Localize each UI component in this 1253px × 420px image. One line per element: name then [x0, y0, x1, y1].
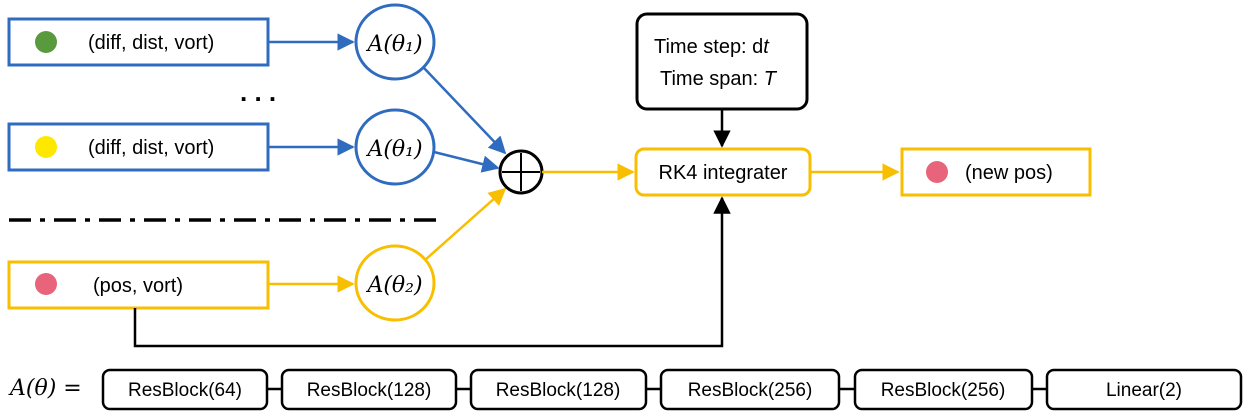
a-theta2-label: A(θ₂) [365, 273, 422, 298]
arrow-a1-top-to-sum [423, 67, 507, 155]
input-1-label: (diff, dist, vort) [88, 32, 214, 54]
input-box-3: (pos, vort) [7, 260, 270, 310]
ellipsis-text: . . . [240, 77, 276, 107]
integrator-label: RK4 integrater [659, 162, 788, 184]
input-2-label: (diff, dist, vort) [88, 137, 214, 159]
svg-text:ResBlock(128): ResBlock(128) [307, 380, 432, 401]
a-theta1-node-top: A(θ₁) [354, 3, 436, 81]
arrow-pos-to-integrator [133, 196, 731, 348]
sum-node [498, 149, 544, 195]
svg-text:ResBlock(256): ResBlock(256) [881, 380, 1006, 401]
linear-2: Linear(2) [1045, 368, 1243, 411]
a-theta1-label: A(θ₁) [365, 32, 422, 57]
arrow-a1-mid-to-sum [433, 150, 500, 173]
svg-text:Linear(2): Linear(2) [1106, 380, 1182, 401]
resblock-128-b: ResBlock(128) [469, 368, 648, 411]
a-theta2-node: A(θ₂) [354, 244, 436, 322]
a-theta1-node-mid: A(θ₁) [354, 108, 436, 186]
red-dot-icon [35, 273, 57, 295]
a-theta1-label: A(θ₁) [365, 137, 422, 162]
resblock-256-b: ResBlock(256) [853, 368, 1034, 411]
resblock-128-a: ResBlock(128) [280, 368, 458, 411]
output-box: (new pos) [900, 147, 1092, 197]
yellow-dot-icon [35, 136, 57, 158]
output-label: (new pos) [965, 162, 1053, 184]
time-parameters-box: Time step: dt Time span: T [635, 12, 809, 111]
red-dot-icon [926, 161, 948, 183]
time-step-text: Time step: dt [654, 36, 770, 58]
green-dot-icon [35, 31, 57, 53]
arrow-a2-to-sum [424, 187, 507, 261]
architecture-lhs: A(θ) = [8, 376, 82, 401]
svg-text:ResBlock(256): ResBlock(256) [688, 380, 813, 401]
input-3-label: (pos, vort) [93, 275, 183, 297]
rk4-integrator-box: RK4 integrater [634, 147, 812, 197]
svg-text:ResBlock(64): ResBlock(64) [128, 380, 242, 401]
time-span-text: Time span: T [660, 68, 778, 90]
input-box-1: (diff, dist, vort) [7, 17, 270, 67]
svg-text:ResBlock(128): ResBlock(128) [496, 380, 621, 401]
input-box-2: (diff, dist, vort) [7, 122, 270, 172]
resblock-64: ResBlock(64) [101, 368, 269, 411]
resblock-256-a: ResBlock(256) [659, 368, 841, 411]
